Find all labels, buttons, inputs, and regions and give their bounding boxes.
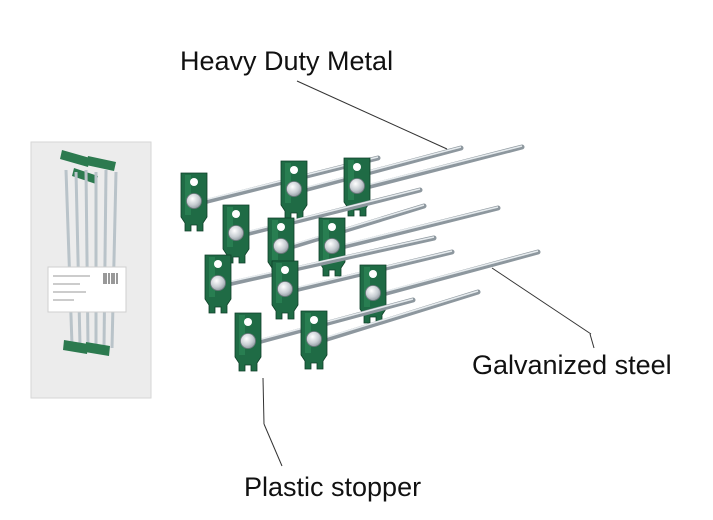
tent-stake (359, 249, 541, 324)
heavy-duty-metal-label: Heavy Duty Metal (180, 46, 394, 76)
packaged-stakes-photo (30, 141, 152, 399)
tent-stake (300, 289, 481, 370)
leader-lines (262, 80, 595, 467)
stake-array (180, 144, 541, 372)
tent-stake (343, 144, 525, 217)
galvanized-steel-label: Galvanized steel (472, 350, 672, 380)
tent-stake (234, 297, 416, 372)
plastic-stopper-label: Plastic stopper (244, 472, 422, 502)
tent-stake (204, 235, 437, 314)
tent-stake (280, 145, 464, 220)
